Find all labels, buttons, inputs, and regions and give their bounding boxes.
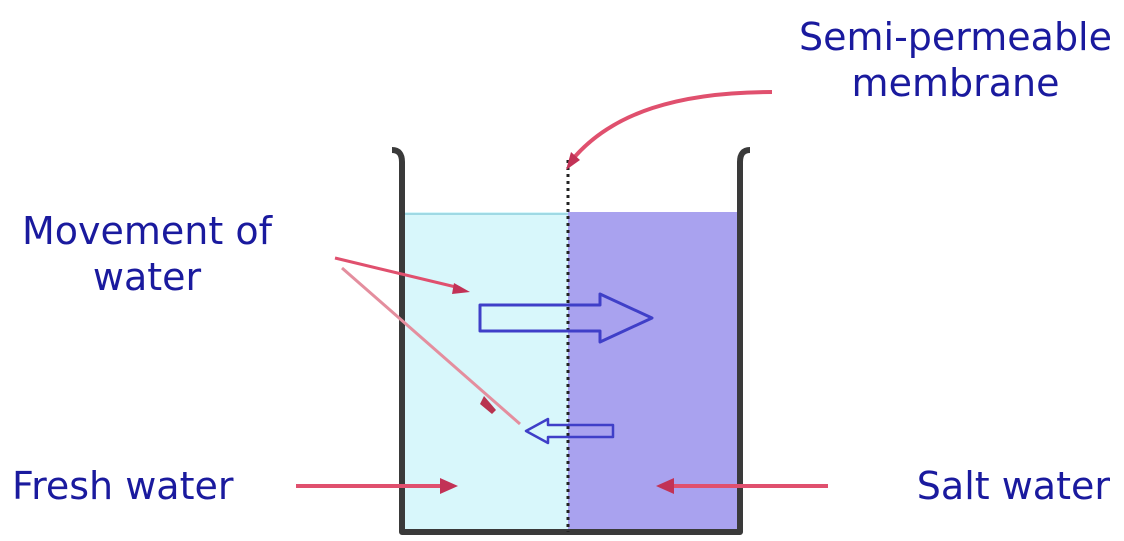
pointer-movement-lower-tip	[480, 396, 496, 414]
pointer-movement-lower	[341, 266, 521, 426]
salt-water-label: Salt water	[916, 464, 1110, 508]
salt-water-region	[568, 212, 738, 530]
beaker	[391, 147, 751, 535]
fresh-water-label: Fresh water	[12, 464, 234, 508]
water-flow-arrow-left	[524, 417, 615, 445]
pointer-salt-tip	[656, 478, 674, 494]
pointer-movement-upper-tip	[452, 283, 470, 294]
membrane-label-line1: Semi-permeable	[799, 15, 1112, 59]
movement-label-line2: water	[92, 255, 202, 299]
water-flow-arrow-right	[478, 292, 654, 344]
movement-label-line1: Movement of	[22, 209, 272, 253]
pointer-membrane	[570, 90, 773, 162]
movement-label: Movement of water	[22, 208, 272, 300]
pointer-movement-upper	[334, 256, 461, 290]
pointer-fresh-tip	[440, 478, 458, 494]
membrane-label-line2: membrane	[851, 61, 1060, 105]
membrane-label: Semi-permeable membrane	[799, 14, 1112, 106]
pointer-membrane-tip	[566, 152, 580, 170]
fresh-water-region	[402, 212, 568, 530]
